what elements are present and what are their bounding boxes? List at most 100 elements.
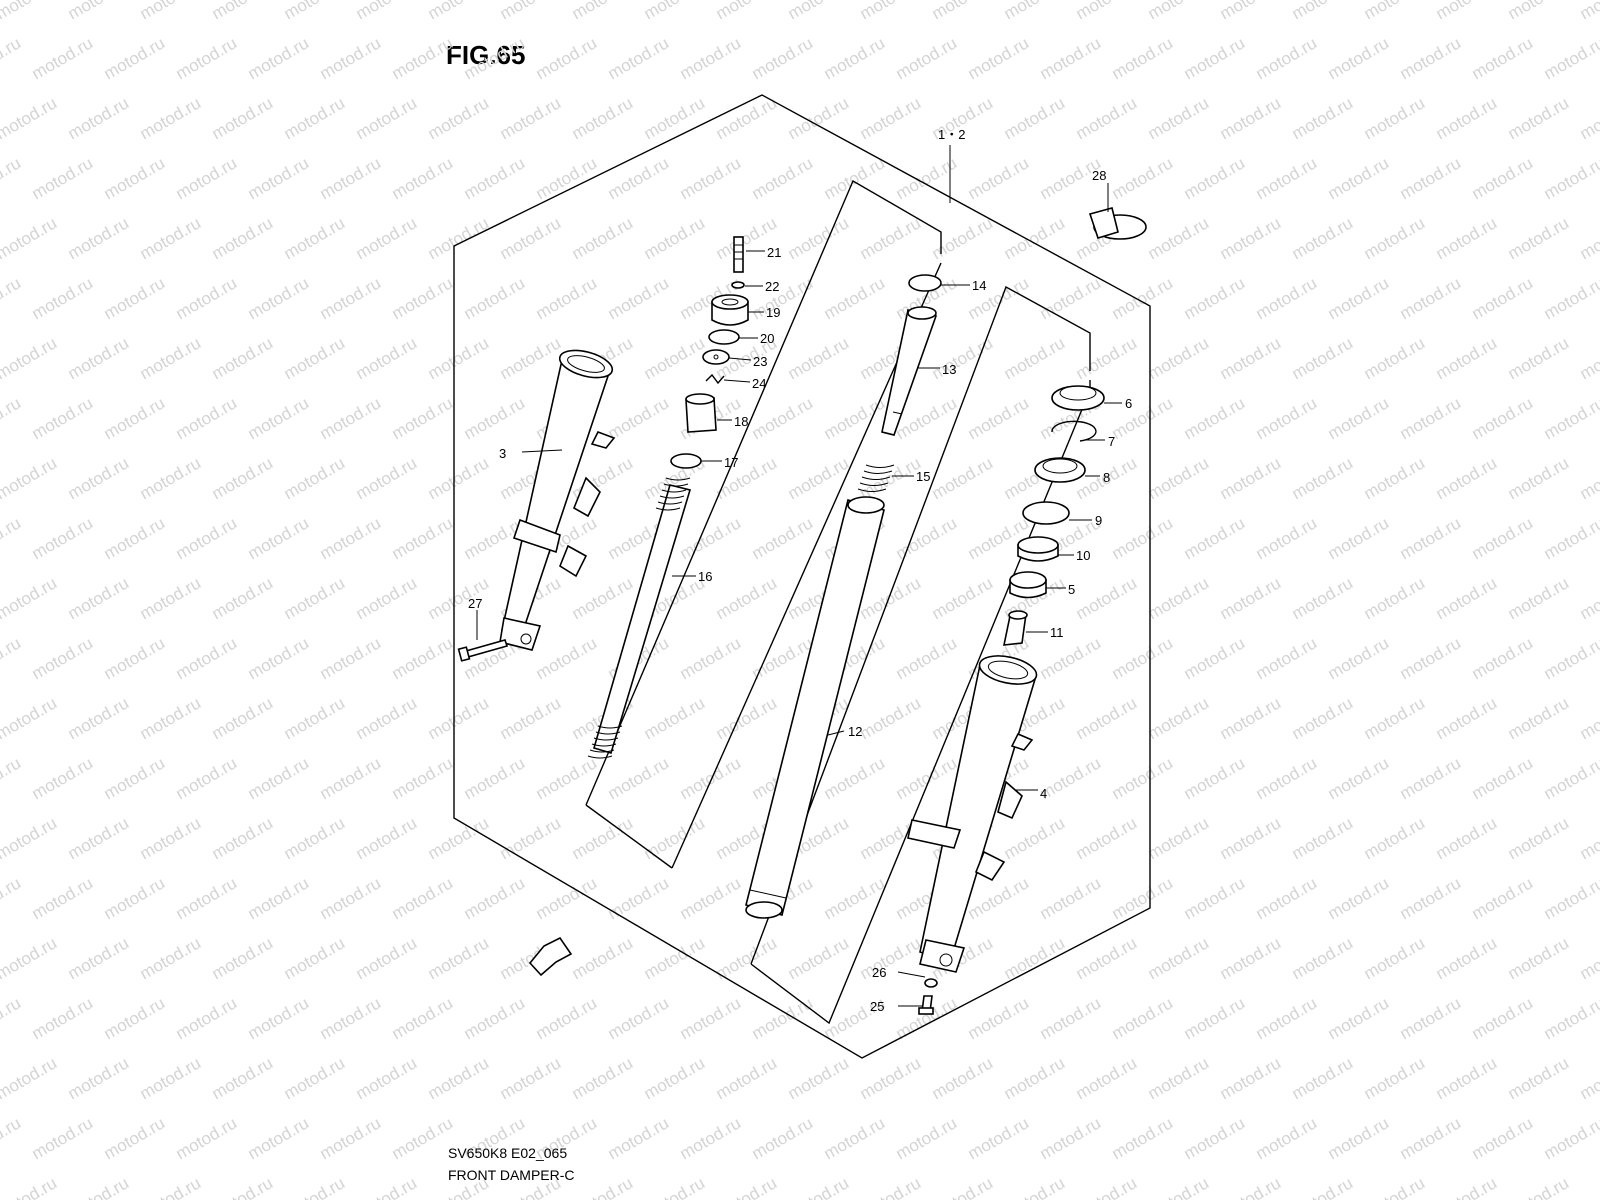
- part-26: [924, 978, 938, 988]
- part-15: [857, 464, 895, 492]
- watermark-text: motod.ru: [389, 393, 457, 443]
- watermark-text: motod.ru: [1397, 873, 1465, 923]
- watermark-text: motod.ru: [1397, 513, 1465, 563]
- watermark-text: motod.ru: [821, 33, 889, 83]
- assembly-frame: [453, 94, 1151, 1059]
- watermark-text: motod.ru: [1577, 1053, 1600, 1103]
- watermark-text: motod.ru: [353, 813, 421, 863]
- part-6: [1051, 385, 1105, 411]
- watermark-text: motod.ru: [425, 933, 493, 983]
- watermark-text: motod.ru: [173, 153, 241, 203]
- watermark-text: motod.ru: [1577, 93, 1600, 143]
- watermark-text: motod.ru: [1361, 933, 1429, 983]
- watermark-text: motod.ru: [0, 33, 24, 83]
- callout-9: 9: [1095, 513, 1102, 528]
- watermark-text: motod.ru: [1433, 813, 1501, 863]
- part-14: [908, 274, 942, 292]
- watermark-text: motod.ru: [461, 33, 529, 83]
- watermark-text: motod.ru: [101, 1113, 169, 1163]
- part-13: [881, 306, 938, 436]
- watermark-text: motod.ru: [389, 873, 457, 923]
- watermark-text: motod.ru: [1505, 573, 1573, 623]
- callout-16: 16: [698, 569, 712, 584]
- watermark-text: motod.ru: [317, 873, 385, 923]
- bolt-27: [457, 639, 509, 662]
- watermark-text: motod.ru: [1109, 753, 1177, 803]
- watermark-text: motod.ru: [1469, 153, 1537, 203]
- watermark-text: motod.ru: [281, 453, 349, 503]
- watermark-text: motod.ru: [1073, 933, 1141, 983]
- watermark-text: motod.ru: [389, 153, 457, 203]
- watermark-text: motod.ru: [461, 273, 529, 323]
- callout-11: 11: [1050, 625, 1064, 640]
- watermark-text: motod.ru: [101, 393, 169, 443]
- callout-28: 28: [1092, 168, 1106, 183]
- watermark-text: motod.ru: [317, 273, 385, 323]
- watermark-text: motod.ru: [0, 1113, 24, 1163]
- watermark-text: motod.ru: [281, 1173, 349, 1200]
- watermark-text: motod.ru: [1433, 933, 1501, 983]
- watermark-text: motod.ru: [1253, 513, 1321, 563]
- callout-19: 19: [766, 305, 780, 320]
- watermark-text: motod.ru: [713, 453, 781, 503]
- watermark-text: motod.ru: [1073, 333, 1141, 383]
- watermark-text: motod.ru: [785, 1173, 853, 1200]
- watermark-text: motod.ru: [857, 1053, 925, 1103]
- watermark-text: motod.ru: [0, 633, 24, 683]
- watermark-text: motod.ru: [1109, 273, 1177, 323]
- watermark-text: motod.ru: [1037, 1113, 1105, 1163]
- watermark-text: motod.ru: [1397, 33, 1465, 83]
- watermark-text: motod.ru: [533, 633, 601, 683]
- inner-frame-right: [750, 285, 1091, 1025]
- watermark-text: motod.ru: [1397, 273, 1465, 323]
- watermark-text: motod.ru: [173, 513, 241, 563]
- callout-12: 12: [848, 724, 862, 739]
- watermark-text: motod.ru: [101, 753, 169, 803]
- watermark-text: motod.ru: [1253, 393, 1321, 443]
- callout-10: 10: [1076, 548, 1090, 563]
- watermark-text: motod.ru: [1073, 693, 1141, 743]
- watermark-text: motod.ru: [1469, 273, 1537, 323]
- watermark-text: motod.ru: [1145, 813, 1213, 863]
- watermark-text: motod.ru: [137, 213, 205, 263]
- callout-5: 5: [1068, 582, 1075, 597]
- watermark-text: motod.ru: [101, 873, 169, 923]
- part-10: [1017, 536, 1059, 562]
- watermark-text: motod.ru: [677, 1113, 745, 1163]
- watermark-text: motod.ru: [1001, 333, 1069, 383]
- watermark-text: motod.ru: [1361, 93, 1429, 143]
- watermark-text: motod.ru: [749, 1113, 817, 1163]
- watermark-text: motod.ru: [1109, 513, 1177, 563]
- watermark-text: motod.ru: [1109, 1113, 1177, 1163]
- watermark-text: motod.ru: [1217, 213, 1285, 263]
- watermark-text: motod.ru: [605, 33, 673, 83]
- watermark-text: motod.ru: [1577, 573, 1600, 623]
- watermark-text: motod.ru: [353, 0, 421, 23]
- watermark-text: motod.ru: [497, 813, 565, 863]
- watermark-text: motod.ru: [1073, 813, 1141, 863]
- outer-tube-left: [499, 349, 616, 651]
- watermark-text: motod.ru: [101, 33, 169, 83]
- callout-24: 24: [752, 376, 766, 391]
- watermark-text: motod.ru: [0, 933, 60, 983]
- watermark-text: motod.ru: [1181, 993, 1249, 1043]
- watermark-text: motod.ru: [281, 0, 349, 23]
- watermark-text: motod.ru: [1397, 633, 1465, 683]
- watermark-text: motod.ru: [389, 1113, 457, 1163]
- watermark-text: motod.ru: [965, 153, 1033, 203]
- watermark-text: motod.ru: [1577, 933, 1600, 983]
- watermark-text: motod.ru: [821, 873, 889, 923]
- part-17: [670, 453, 702, 469]
- watermark-text: motod.ru: [1073, 1173, 1141, 1200]
- watermark-text: motod.ru: [785, 93, 853, 143]
- watermark-text: motod.ru: [641, 93, 709, 143]
- watermark-text: motod.ru: [245, 153, 313, 203]
- watermark-text: motod.ru: [1397, 153, 1465, 203]
- watermark-text: motod.ru: [1073, 1053, 1141, 1103]
- watermark-text: motod.ru: [281, 693, 349, 743]
- watermark-text: motod.ru: [497, 333, 565, 383]
- watermark-text: motod.ru: [569, 1053, 637, 1103]
- watermark-text: motod.ru: [1541, 633, 1600, 683]
- watermark-text: motod.ru: [1001, 1053, 1069, 1103]
